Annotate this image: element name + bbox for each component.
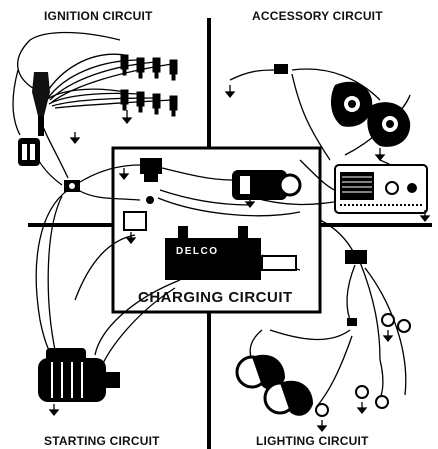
headlamp-right: [263, 380, 313, 416]
spark-plugs: [120, 54, 178, 117]
quadrant-dividers: [28, 18, 432, 449]
horn-left: [330, 81, 373, 127]
horn-right: [367, 102, 411, 147]
ground-symbols: [48, 85, 431, 433]
lighting-circuit-label: LIGHTING CIRCUIT: [256, 434, 369, 448]
generator: [232, 170, 302, 200]
charging-circuit-label: CHARGING CIRCUIT: [138, 289, 293, 306]
starting-circuit-label: STARTING CIRCUIT: [44, 434, 160, 448]
battery: [165, 226, 261, 280]
headlamp-left: [235, 354, 285, 390]
ignition-switch: [64, 180, 80, 192]
voltage-regulator: [140, 158, 162, 182]
ignition-circuit-label: IGNITION CIRCUIT: [44, 9, 153, 23]
accessory-connector: [274, 64, 288, 74]
battery-brand-label: DELCO: [176, 246, 219, 257]
battery-cable-terminal: [261, 255, 297, 271]
radio: [334, 164, 428, 214]
light-bulbs: [315, 313, 411, 417]
distributor: [18, 138, 40, 166]
ignition-coil: [32, 72, 50, 136]
wiring: [12, 31, 426, 406]
charging-circuit-frame: [111, 146, 322, 314]
accessory-circuit-label: ACCESSORY CIRCUIT: [252, 9, 383, 23]
starter-motor: [38, 348, 120, 402]
headlight-switch: [345, 250, 367, 326]
junction-block: [123, 196, 154, 231]
